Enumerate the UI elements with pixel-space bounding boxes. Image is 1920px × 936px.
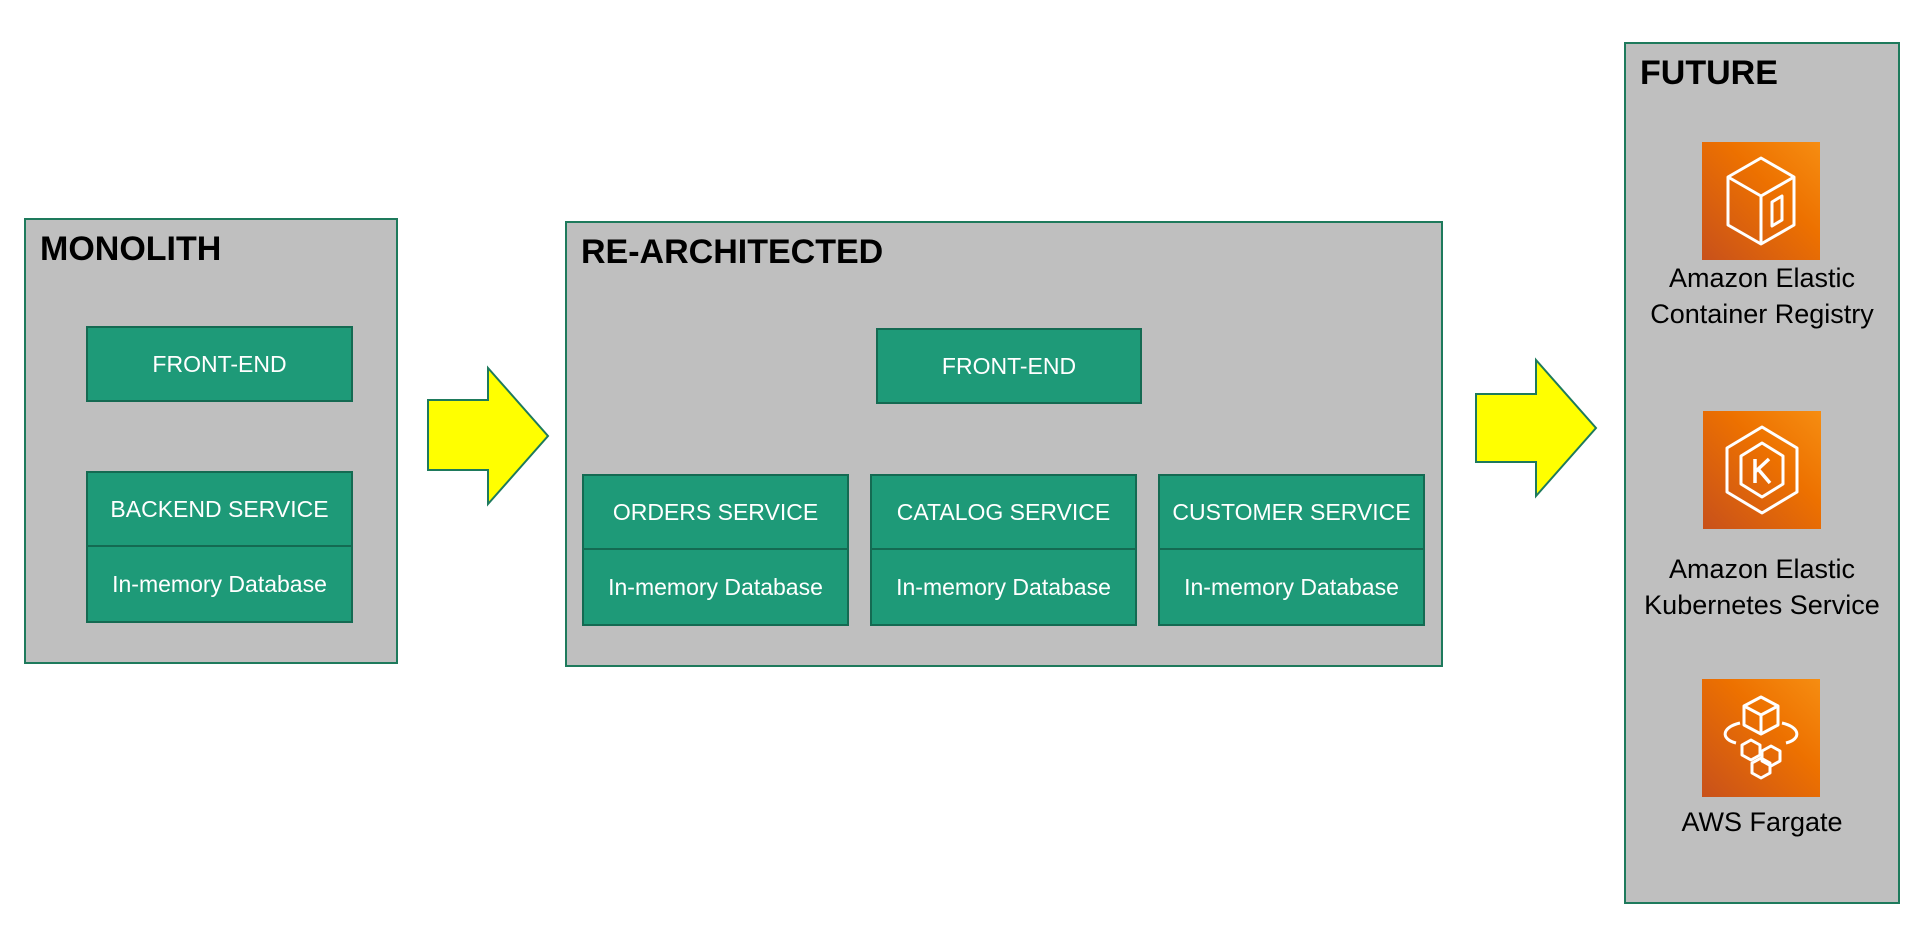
monolith-frontend-box: FRONT-END [86, 326, 353, 402]
fargate-label: AWS Fargate [1642, 804, 1882, 840]
database-label: In-memory Database [896, 573, 1111, 600]
ecr-label: Amazon Elastic Container Registry [1642, 260, 1882, 332]
ecr-label-line2: Container Registry [1650, 299, 1874, 329]
customer-service-box: CUSTOMER SERVICE In-memory Database [1158, 474, 1425, 626]
transition-arrow-2 [1475, 357, 1598, 499]
rearchitected-title: RE-ARCHITECTED [581, 233, 884, 271]
eks-label-line2: Kubernetes Service [1644, 590, 1880, 620]
monolith-title: MONOLITH [40, 230, 222, 268]
ecr-label-line1: Amazon Elastic [1668, 263, 1856, 293]
backend-service-label: BACKEND SERVICE [88, 473, 351, 547]
kubernetes-icon [1703, 411, 1821, 529]
fargate-icon [1702, 679, 1820, 797]
monolith-backend-box: BACKEND SERVICE In-memory Database [86, 471, 353, 623]
eks-label-line1: Amazon Elastic [1668, 554, 1856, 584]
rearchitected-frontend-box: FRONT-END [876, 328, 1142, 404]
container-registry-icon [1702, 142, 1820, 260]
transition-arrow-1 [427, 365, 550, 507]
database-label: In-memory Database [112, 570, 327, 597]
catalog-service-label: CATALOG SERVICE [872, 476, 1135, 550]
eks-label: Amazon Elastic Kubernetes Service [1642, 551, 1882, 623]
catalog-service-box: CATALOG SERVICE In-memory Database [870, 474, 1137, 626]
database-label: In-memory Database [608, 573, 823, 600]
future-title: FUTURE [1640, 54, 1778, 92]
fargate-label-line1: AWS Fargate [1681, 807, 1843, 837]
orders-service-label: ORDERS SERVICE [584, 476, 847, 550]
orders-service-box: ORDERS SERVICE In-memory Database [582, 474, 849, 626]
customer-service-label: CUSTOMER SERVICE [1160, 476, 1423, 550]
database-label: In-memory Database [1184, 573, 1399, 600]
